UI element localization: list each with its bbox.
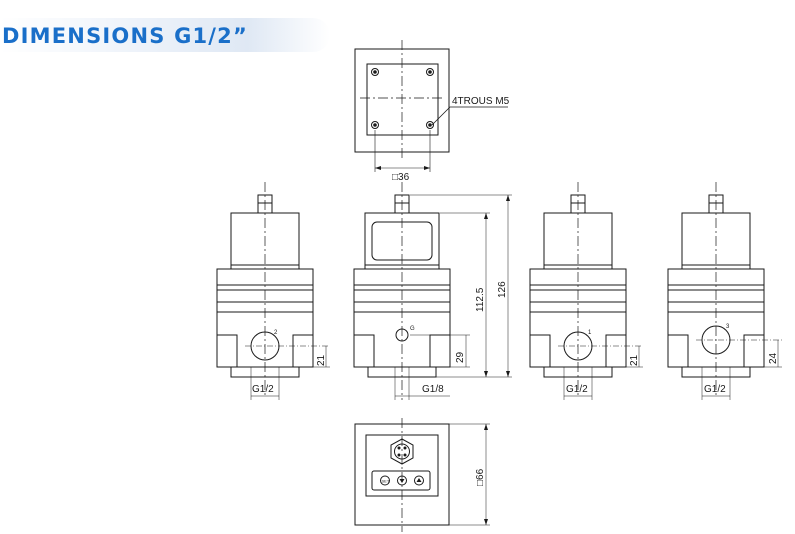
top-view [354,40,508,172]
front-view-2 [353,182,512,400]
down-button-icon [397,475,407,486]
gauge-thread-label: G1/8 [422,384,444,395]
top-view-flange [366,63,439,136]
up-button-icon [414,475,424,486]
front-view-4 [667,182,782,400]
gauge-port-icon [395,328,409,342]
keypad-panel [371,470,431,491]
port-number: 2 [274,330,278,336]
mounting-hole-icon [371,68,379,76]
total-height-dim: 126 [497,281,508,298]
port-thread-label: G1/2 [704,384,726,395]
bottom-square-dim: □66 [475,468,486,486]
port-number: 1 [588,330,592,336]
hole-callout: 4TROUS M5 [452,96,510,107]
port-height-dim: 24 [768,352,779,364]
gauge-height-dim: 29 [455,351,466,363]
hole-callout-leader [431,106,508,126]
mounting-hole-icon [426,121,434,129]
body-height-dim: 112.5 [475,287,486,312]
mounting-hole-icon [371,121,379,129]
front-view-3 [529,182,643,400]
port-height-dim: 21 [629,354,640,366]
port-thread-label: G1/2 [566,384,588,395]
top-square-dim: □36 [392,172,410,183]
title-band [0,18,330,52]
port-number: G [410,326,415,332]
connector-icon [390,438,414,465]
page-title: DIMENSIONS G1/2” [2,24,248,48]
front-view-1 [216,182,330,400]
port-number: 3 [726,324,730,330]
set-button-label: SET [382,479,390,484]
port-height-dim: 21 [316,354,327,366]
bottom-view [354,418,490,532]
display-window [371,221,433,261]
mounting-hole-icon [426,68,434,76]
set-button-icon [380,475,390,486]
port-thread-label: G1/2 [252,384,274,395]
